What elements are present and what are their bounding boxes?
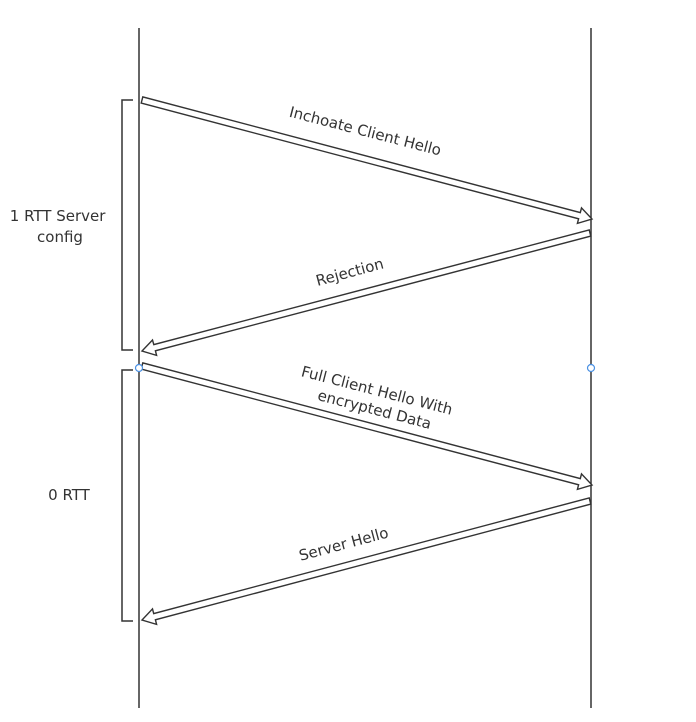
rejection-label-line: Rejection xyxy=(314,255,386,290)
one-rtt-bracket xyxy=(121,99,133,351)
inchoate-client-hello-arrow[interactable] xyxy=(140,96,594,225)
rejection-arrow[interactable] xyxy=(140,229,592,357)
client-connection-handle[interactable] xyxy=(134,363,144,373)
rejection-label: Rejection xyxy=(314,255,386,290)
full-client-hello-arrow[interactable] xyxy=(140,362,594,491)
zero-rtt-label: 0 RTT xyxy=(48,486,91,504)
zero-rtt-bracket xyxy=(121,369,133,622)
inchoate-client-hello-label: Inchoate Client Hello xyxy=(287,103,443,160)
message-arrows xyxy=(140,96,594,626)
one-rtt-label-line-1: 1 RTT Server xyxy=(10,207,106,225)
one-rtt-label: 1 RTT Server config xyxy=(10,207,110,246)
zero-rtt-label-line: 0 RTT xyxy=(48,486,91,504)
inchoate-label-line: Inchoate Client Hello xyxy=(287,103,443,160)
server-hello-arrow[interactable] xyxy=(140,497,592,626)
one-rtt-label-line-2: config xyxy=(37,228,83,246)
server-connection-handle[interactable] xyxy=(586,363,596,373)
